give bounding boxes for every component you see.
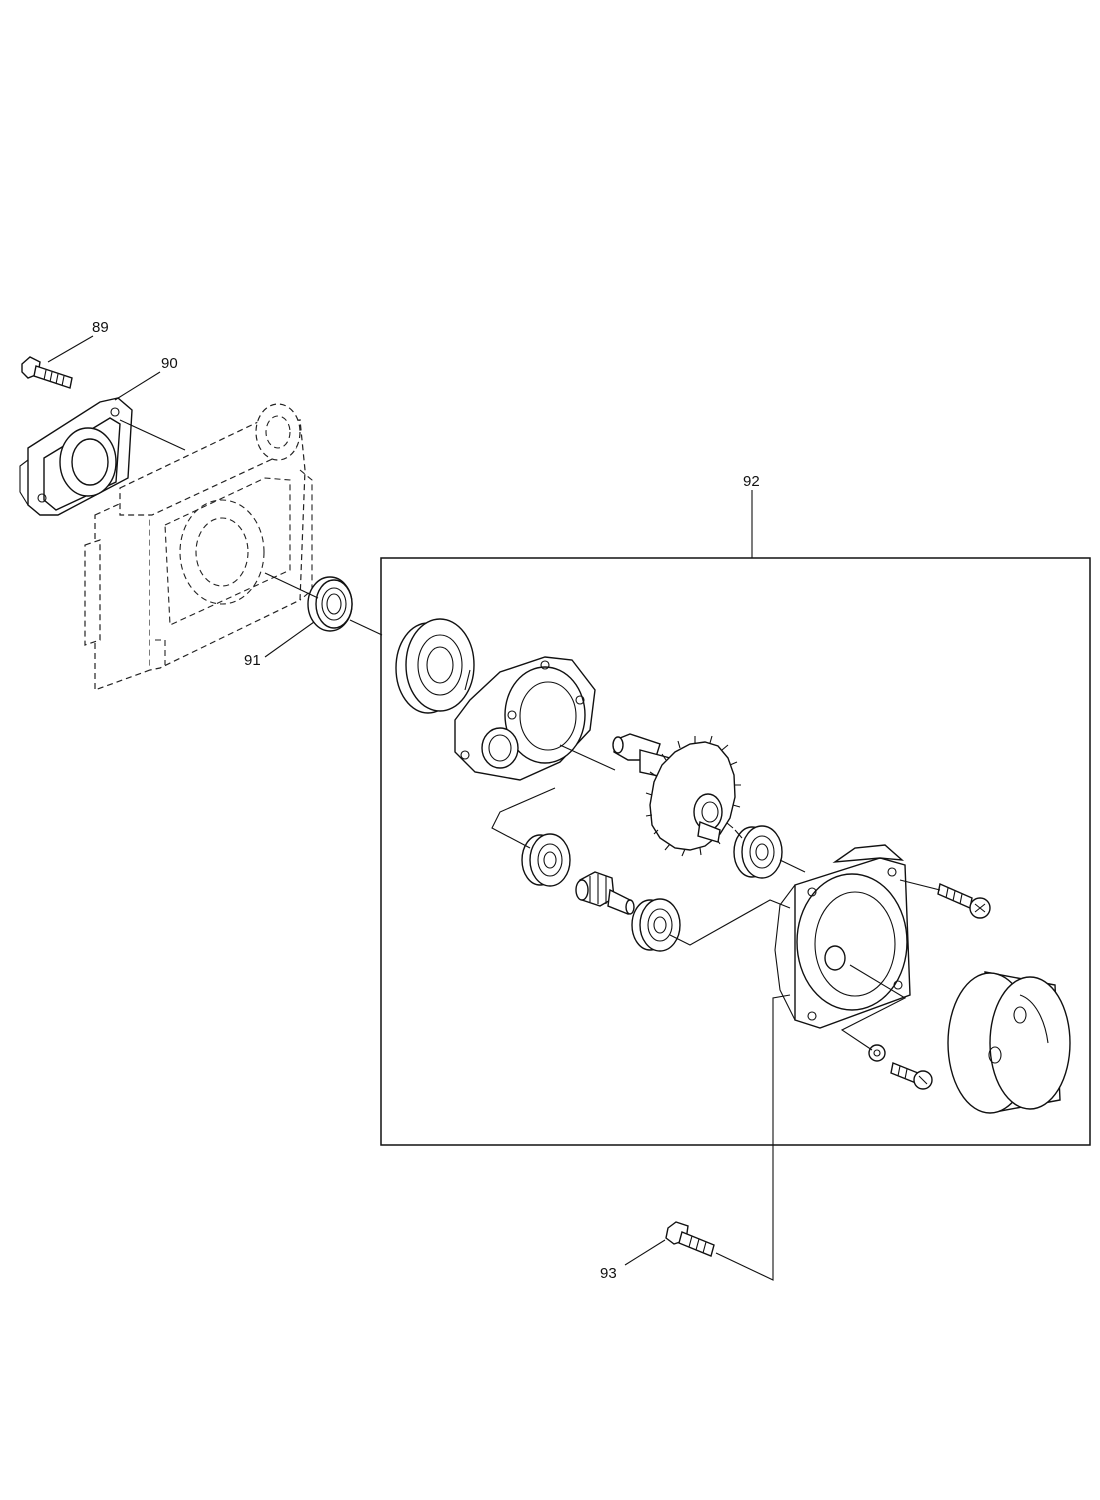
bearing-cover-90-icon bbox=[19, 397, 133, 516]
screw-upper-right-icon bbox=[937, 883, 991, 919]
gear-housing-icon bbox=[454, 656, 596, 781]
callout-89-label: 89 bbox=[92, 319, 109, 336]
assembly-92-frame bbox=[380, 557, 1091, 1146]
bearing-91-icon bbox=[307, 576, 353, 632]
screw-lower-icon bbox=[890, 1062, 933, 1090]
leader-lines bbox=[47, 335, 941, 1281]
callout-90-label: 90 bbox=[161, 355, 178, 372]
gear-shaft-icon bbox=[612, 733, 741, 857]
ring-cup-icon bbox=[947, 971, 1071, 1114]
callout-92-label: 92 bbox=[743, 473, 760, 490]
small-bearing-lower-icon bbox=[631, 898, 681, 952]
screw-89-icon bbox=[21, 356, 73, 389]
reference-housing-outline bbox=[84, 403, 313, 691]
small-bearing-right-icon bbox=[733, 825, 783, 879]
washer-icon bbox=[868, 1044, 886, 1062]
small-bearing-left-icon bbox=[521, 833, 571, 887]
pinion-icon bbox=[575, 871, 635, 915]
flange-housing-icon bbox=[774, 844, 911, 1029]
callout-93-label: 93 bbox=[600, 1265, 617, 1282]
screw-93-icon bbox=[665, 1221, 715, 1257]
callout-91-label: 91 bbox=[244, 652, 261, 669]
large-bearing-icon bbox=[395, 618, 475, 714]
